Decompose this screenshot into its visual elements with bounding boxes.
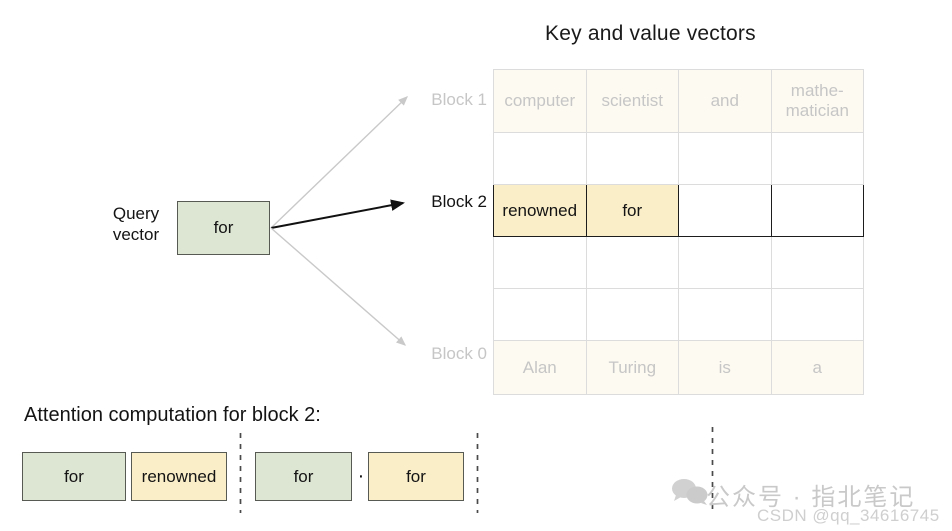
table-cell: Turing	[585, 340, 679, 395]
query-vector-label: Query vector	[98, 203, 174, 245]
table-cell	[770, 132, 864, 185]
wechat-icon	[672, 479, 708, 505]
block-label-0: Block 0	[431, 344, 487, 363]
table-cell: mathe- matician	[770, 69, 864, 133]
watermark-csdn-id: CSDN @qq_34616745	[757, 506, 940, 525]
table-row: Alan Turing is a	[493, 340, 864, 395]
table-cell	[770, 288, 864, 341]
table-cell	[585, 288, 679, 341]
table-cell	[770, 236, 864, 289]
table-cell-active[interactable]: for	[585, 184, 679, 237]
table-cell	[493, 132, 587, 185]
block-label-1: Block 1	[431, 90, 487, 109]
query-vector-box[interactable]: for	[177, 201, 270, 255]
table-cell-active[interactable]	[770, 184, 864, 237]
arrow-to-block-0	[270, 227, 407, 346]
page-title: Key and value vectors	[545, 22, 756, 45]
attention-term-1-key-box[interactable]: renowned	[131, 452, 227, 501]
attention-term-1-query-box[interactable]: for	[22, 452, 126, 501]
key-value-table-body: computer scientist and mathe- matician r…	[493, 69, 864, 395]
attention-term-2-query-box[interactable]: for	[255, 452, 352, 501]
attention-term-1-key-token: renowned	[141, 466, 217, 486]
table-cell	[678, 288, 772, 341]
table-row: computer scientist and mathe- matician	[493, 69, 864, 133]
key-value-table: computer scientist and mathe- matician r…	[493, 69, 864, 395]
table-cell: computer	[493, 69, 587, 133]
table-cell: Alan	[493, 340, 587, 395]
query-vector-token: for	[213, 218, 234, 237]
block-label-2: Block 2	[431, 192, 487, 211]
table-cell	[585, 236, 679, 289]
table-cell	[493, 236, 587, 289]
query-vector-label-line2: vector	[112, 225, 160, 244]
query-vector-label-line1: Query	[112, 204, 160, 223]
table-cell-active[interactable]	[678, 184, 772, 237]
table-row-active: renowned for	[493, 184, 864, 237]
table-row	[493, 236, 864, 289]
attention-term-1-query-token: for	[64, 466, 84, 486]
watermark-account-name: 公众号 · 指北笔记	[706, 484, 916, 511]
table-cell-active[interactable]: renowned	[493, 184, 587, 237]
dot-product-operator-2: ·	[357, 465, 365, 487]
attention-term-2-key-token: for	[406, 466, 426, 486]
table-cell	[585, 132, 679, 185]
arrow-to-block-1	[270, 96, 409, 229]
table-cell	[678, 132, 772, 185]
attention-computation-heading: Attention computation for block 2:	[24, 404, 321, 426]
table-cell: is	[678, 340, 772, 395]
table-cell	[493, 288, 587, 341]
table-cell: a	[770, 340, 864, 395]
table-row	[493, 132, 864, 185]
table-cell: scientist	[585, 69, 679, 133]
table-row	[493, 288, 864, 341]
attention-term-2-query-token: for	[293, 466, 314, 486]
table-cell: and	[678, 69, 772, 133]
table-cell	[678, 236, 772, 289]
attention-term-2-key-box[interactable]: for	[368, 452, 464, 501]
arrow-to-block-2	[270, 199, 405, 229]
